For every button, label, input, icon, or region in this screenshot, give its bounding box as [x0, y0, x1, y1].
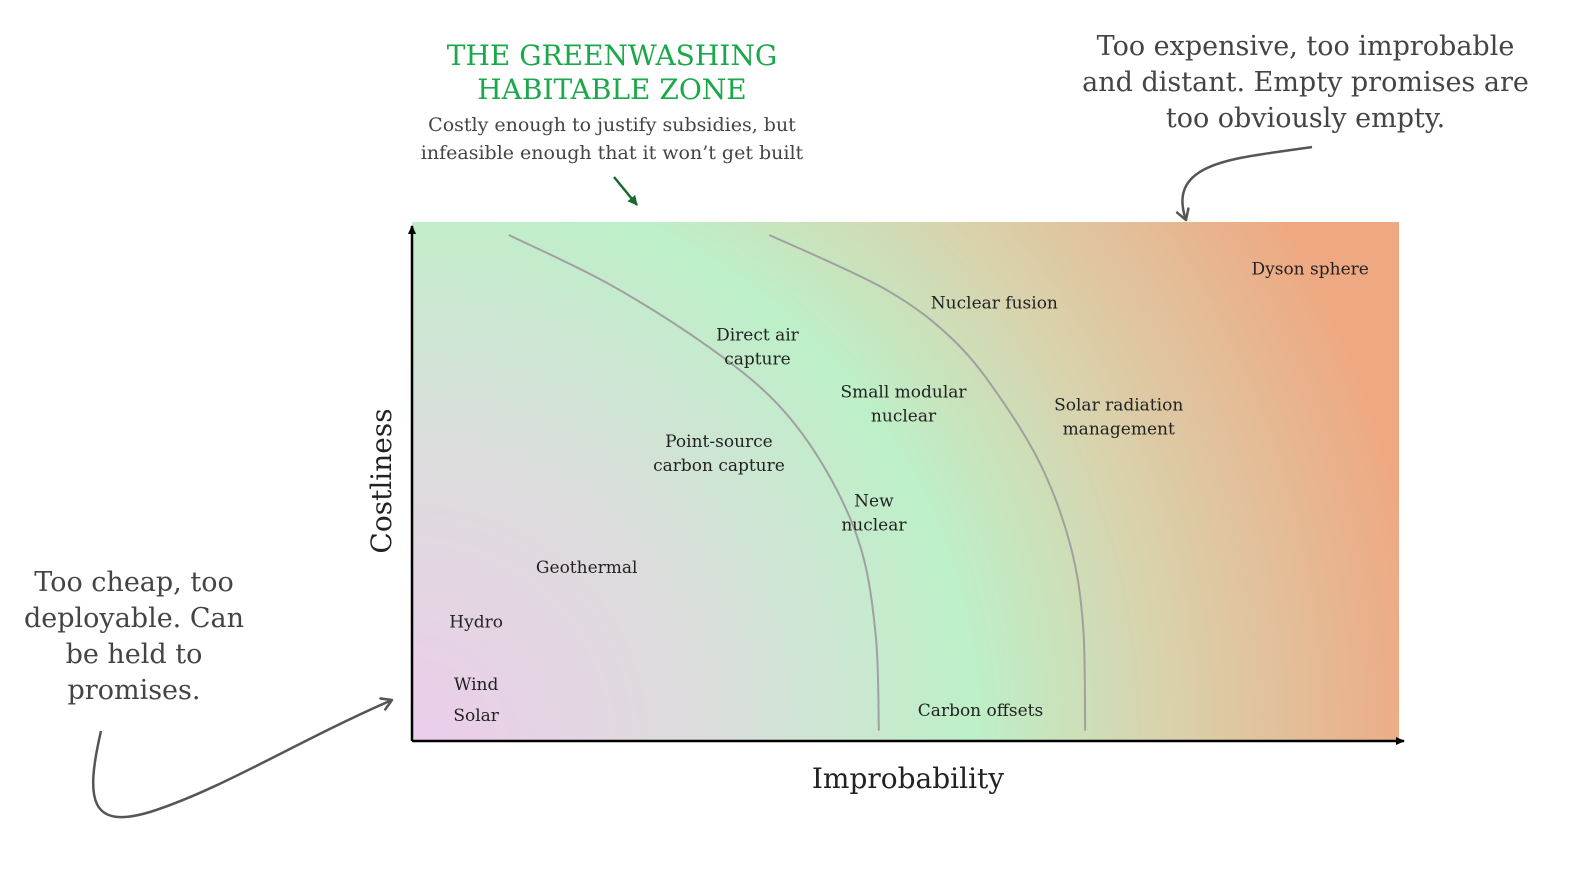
boundary-line-2 — [768, 234, 1087, 731]
tech-label: Geothermal — [536, 558, 638, 578]
tech-label: Hydro — [449, 613, 503, 633]
tech-label: Wind — [454, 675, 499, 695]
tech-label-line: Direct air — [716, 326, 800, 346]
tech-label: Dyson sphere — [1251, 260, 1368, 280]
tech-label-line: Geothermal — [536, 558, 638, 578]
tech-label: Direct air capture — [716, 326, 800, 370]
tech-label-line: Wind — [454, 675, 499, 695]
tech-label: Nuclear fusion — [931, 293, 1058, 313]
bottom-left-annotation: Too cheap, too deployable. Can be held t… — [14, 565, 254, 709]
zone-arrow — [613, 176, 638, 206]
tech-label-line: Point-source — [665, 432, 773, 452]
top-right-line-1: Too expensive, too improbable — [1096, 31, 1515, 62]
tech-label-line: Carbon offsets — [918, 701, 1043, 721]
top-right-line-2: and distant. Empty promises are — [1082, 67, 1529, 98]
top-right-line-3: too obviously empty. — [1165, 103, 1446, 134]
bottom-left-line-3: be held to — [65, 639, 203, 670]
tech-label-line: Small modular — [840, 383, 967, 403]
boundary-line-1 — [508, 234, 880, 731]
tech-label-line: carbon capture — [653, 456, 785, 476]
tech-label-line: Solar radiation — [1054, 396, 1183, 416]
top-right-arrow — [1175, 145, 1313, 222]
tech-label-line: Nuclear fusion — [931, 293, 1058, 313]
tech-label-line: New — [854, 492, 894, 512]
tech-label-line: Solar — [453, 706, 499, 726]
tech-label: Carbon offsets — [918, 701, 1043, 721]
tech-label: New nuclear — [841, 492, 907, 536]
bottom-left-line-2: deployable. Can — [24, 603, 244, 634]
tech-label-line: capture — [724, 350, 791, 370]
bottom-left-line-1: Too cheap, too — [34, 567, 234, 598]
bottom-left-arrow — [91, 697, 394, 819]
zone-subtitle: Costly enough to justify subsidies, but … — [392, 111, 832, 167]
x-axis-label: Improbability — [812, 762, 1004, 795]
tech-label: Solar — [453, 706, 499, 726]
tech-label-line: nuclear — [841, 516, 907, 536]
bottom-left-line-4: promises. — [67, 675, 201, 706]
zone-subtitle-line-2: infeasible enough that it won’t get buil… — [420, 142, 804, 164]
tech-label: Solar radiation management — [1054, 396, 1183, 440]
y-axis-label: Costliness — [365, 408, 398, 553]
tech-label: Small modular nuclear — [840, 383, 967, 427]
tech-label-line: Hydro — [449, 613, 503, 633]
tech-label-line: nuclear — [871, 407, 937, 427]
boundary-lines — [508, 234, 1087, 731]
tech-label-line: management — [1063, 420, 1175, 440]
plot-background — [412, 222, 1399, 741]
zone-title-line-2: HABITABLE ZONE — [477, 73, 747, 106]
zone-title-line-1: THE GREENWASHING — [446, 39, 778, 72]
tech-label-line: Dyson sphere — [1251, 260, 1368, 280]
tech-label: Point-source carbon capture — [653, 432, 785, 476]
zone-title: THE GREENWASHING HABITABLE ZONE — [412, 39, 812, 107]
top-right-annotation: Too expensive, too improbable and distan… — [1078, 29, 1533, 137]
zone-subtitle-line-1: Costly enough to justify subsidies, but — [428, 114, 796, 136]
